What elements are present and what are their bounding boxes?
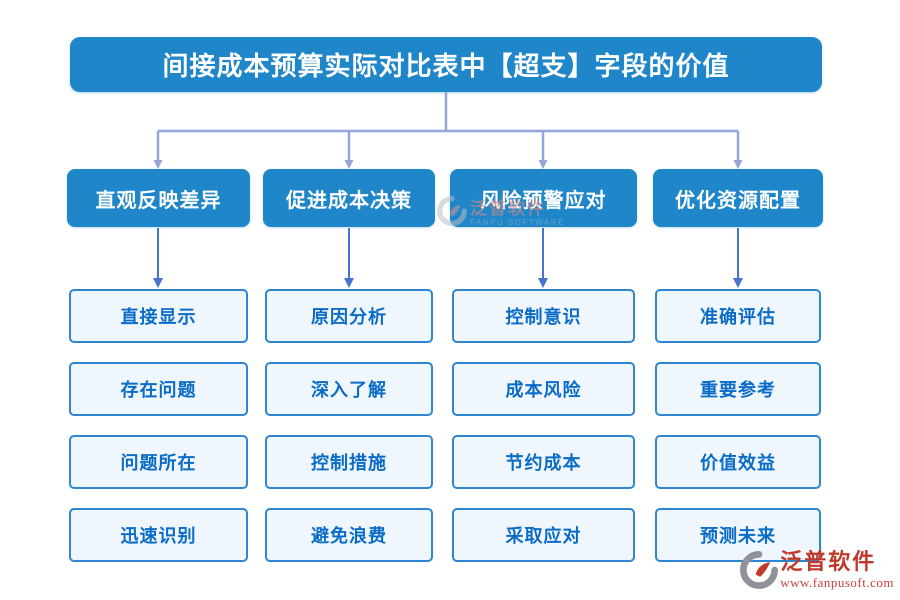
item-node: 价值效益 bbox=[655, 435, 821, 489]
category-node: 风险预警应对 bbox=[450, 169, 637, 227]
item-node: 深入了解 bbox=[265, 362, 433, 416]
item-node: 控制意识 bbox=[452, 289, 635, 343]
item-node: 原因分析 bbox=[265, 289, 433, 343]
item-node: 成本风险 bbox=[452, 362, 635, 416]
item-node: 准确评估 bbox=[655, 289, 821, 343]
column-2: 促进成本决策 原因分析 深入了解 控制措施 避免浪费 bbox=[263, 169, 435, 562]
item-node: 预测未来 bbox=[655, 508, 821, 562]
category-node: 优化资源配置 bbox=[653, 169, 823, 227]
footer-logo-brand: 泛普软件 bbox=[780, 549, 877, 574]
item-node: 节约成本 bbox=[452, 435, 635, 489]
diagram-title: 间接成本预算实际对比表中【超支】字段的价值 bbox=[70, 37, 822, 92]
fanpu-logo-icon bbox=[437, 196, 467, 231]
category-node: 促进成本决策 bbox=[263, 169, 435, 227]
item-node: 迅速识别 bbox=[69, 508, 248, 562]
column-items: 控制意识 成本风险 节约成本 采取应对 bbox=[450, 289, 637, 581]
column-items: 原因分析 深入了解 控制措施 避免浪费 bbox=[263, 289, 435, 581]
column-4: 优化资源配置 准确评估 重要参考 价值效益 预测未来 bbox=[653, 169, 823, 562]
column-3: 风险预警应对 控制意识 成本风险 节约成本 采取应对 bbox=[450, 169, 637, 562]
item-node: 避免浪费 bbox=[265, 508, 433, 562]
item-node: 控制措施 bbox=[265, 435, 433, 489]
watermark-brand: 泛普软件 bbox=[470, 199, 546, 218]
watermark-brand-en: FANPU SOFTWARE bbox=[470, 218, 565, 227]
category-node: 直观反映差异 bbox=[67, 169, 250, 227]
item-node: 直接显示 bbox=[69, 289, 248, 343]
item-node: 存在问题 bbox=[69, 362, 248, 416]
item-node: 问题所在 bbox=[69, 435, 248, 489]
footer-logo: 泛普软件 www.fanpusoft.com bbox=[740, 551, 894, 594]
column-1: 直观反映差异 直接显示 存在问题 问题所在 迅速识别 bbox=[67, 169, 250, 562]
column-items: 准确评估 重要参考 价值效益 预测未来 bbox=[653, 289, 823, 581]
footer-logo-url: www.fanpusoft.com bbox=[780, 575, 894, 590]
fanpu-logo-icon bbox=[740, 551, 779, 594]
item-node: 重要参考 bbox=[655, 362, 821, 416]
center-watermark: 泛普软件 FANPU SOFTWARE bbox=[437, 196, 565, 231]
column-items: 直接显示 存在问题 问题所在 迅速识别 bbox=[67, 289, 250, 581]
item-node: 采取应对 bbox=[452, 508, 635, 562]
